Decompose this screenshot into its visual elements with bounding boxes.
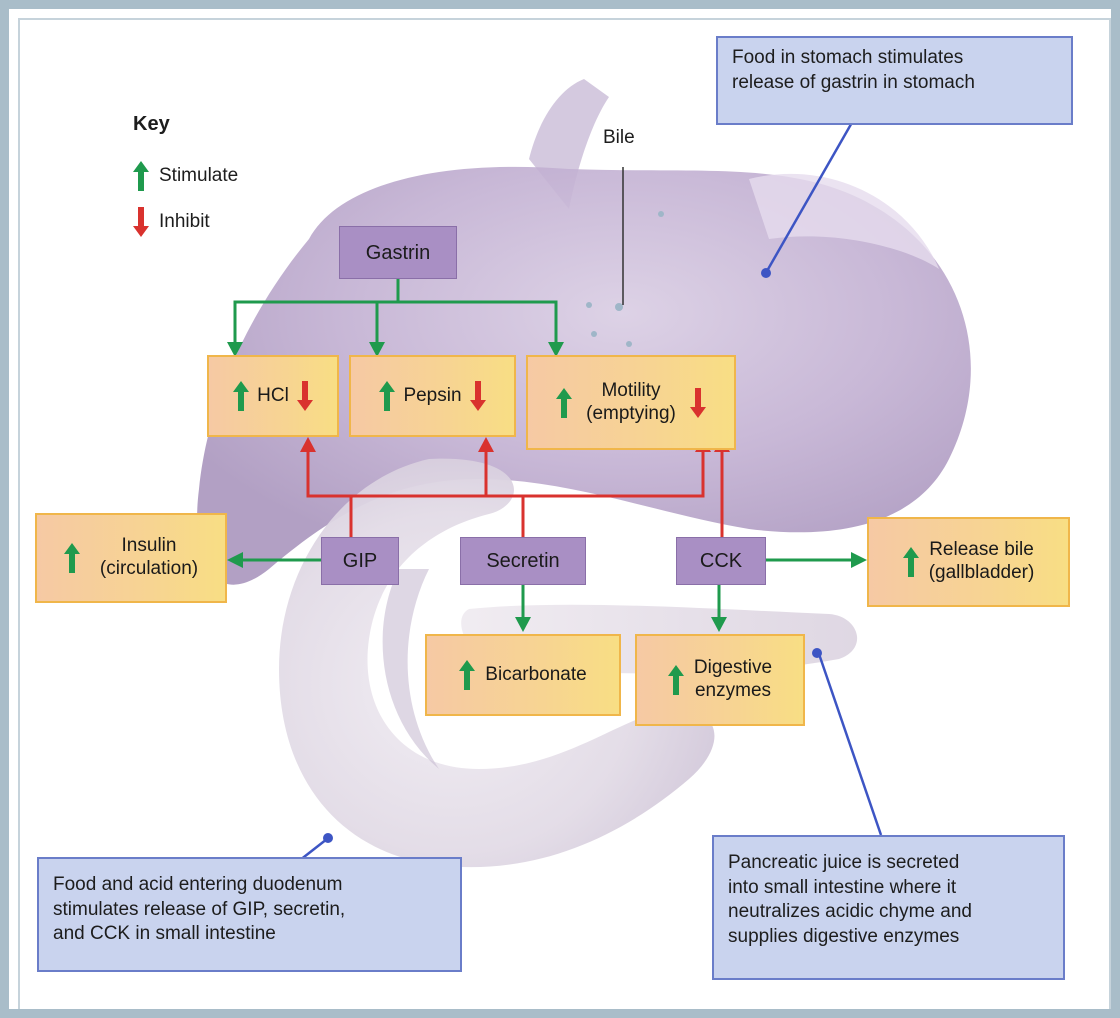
hcl-box: HCl [207,355,339,437]
secretin-label: Secretin [486,549,559,573]
key-stimulate: Stimulate [133,161,238,191]
cck-box: CCK [676,537,766,585]
motility-box: Motility (emptying) [526,355,736,450]
motility-label: Motility (emptying) [586,380,676,426]
key-inhibit: Inhibit [133,207,210,237]
release-bile-box: Release bile (gallbladder) [867,517,1070,607]
duodenum-note-line3: and CCK in small intestine [53,922,446,947]
inhibit-arrow-icon [133,207,149,237]
digestive-enzymes-label: Digestive enzymes [694,657,772,703]
pancreatic-note-line1: Pancreatic juice is secreted [728,851,1049,876]
digestive-enzymes-line2: enzymes [694,680,772,703]
motility-label-line2: (emptying) [586,403,676,426]
cck-label: CCK [700,549,742,573]
pancreatic-note-line4: supplies digestive enzymes [728,925,1049,950]
duodenum-note-line2: stimulates release of GIP, secretin, [53,898,446,923]
stimulate-arrow-icon [133,161,149,191]
insulin-label: Insulin (circulation) [100,535,198,581]
release-bile-label: Release bile (gallbladder) [929,539,1035,585]
stimulate-arrow-icon [64,543,80,573]
stomach-note: Food in stomach stimulates release of ga… [716,36,1073,125]
stomach-note-line2: release of gastrin in stomach [732,71,1057,96]
insulin-label-line2: (circulation) [100,558,198,581]
bicarbonate-box: Bicarbonate [425,634,621,716]
release-bile-label-line2: (gallbladder) [929,562,1035,585]
key-stimulate-label: Stimulate [159,165,238,187]
digestive-enzymes-line1: Digestive [694,657,772,680]
stomach-note-line1: Food in stomach stimulates [732,46,1057,71]
key-title: Key [133,113,170,136]
duodenum-note: Food and acid entering duodenum stimulat… [37,857,462,972]
stimulate-arrow-icon [903,547,919,577]
stimulate-arrow-icon [459,660,475,690]
gip-box: GIP [321,537,399,585]
insulin-label-line1: Insulin [100,535,198,558]
secretin-box: Secretin [460,537,586,585]
pancreatic-note-line2: into small intestine where it [728,876,1049,901]
key-inhibit-label: Inhibit [159,211,210,233]
gastrin-label: Gastrin [366,241,430,265]
duodenum-note-line1: Food and acid entering duodenum [53,873,446,898]
pepsin-box: Pepsin [349,355,516,437]
inhibit-arrow-icon [470,381,486,411]
stimulate-arrow-icon [379,381,395,411]
gastrin-box: Gastrin [339,226,457,279]
bile-label: Bile [603,127,635,149]
pancreatic-note: Pancreatic juice is secreted into small … [712,835,1065,980]
inhibit-arrow-icon [297,381,313,411]
motility-label-line1: Motility [586,380,676,403]
inhibit-arrow-icon [690,388,706,418]
stimulate-arrow-icon [233,381,249,411]
gip-label: GIP [343,549,377,573]
stimulate-arrow-icon [556,388,572,418]
hcl-label: HCl [257,385,289,408]
pancreatic-note-line3: neutralizes acidic chyme and [728,900,1049,925]
stimulate-arrow-icon [668,665,684,695]
digestive-enzymes-box: Digestive enzymes [635,634,805,726]
release-bile-label-line1: Release bile [929,539,1035,562]
bicarbonate-label: Bicarbonate [485,664,586,687]
insulin-box: Insulin (circulation) [35,513,227,603]
pepsin-label: Pepsin [403,385,461,408]
